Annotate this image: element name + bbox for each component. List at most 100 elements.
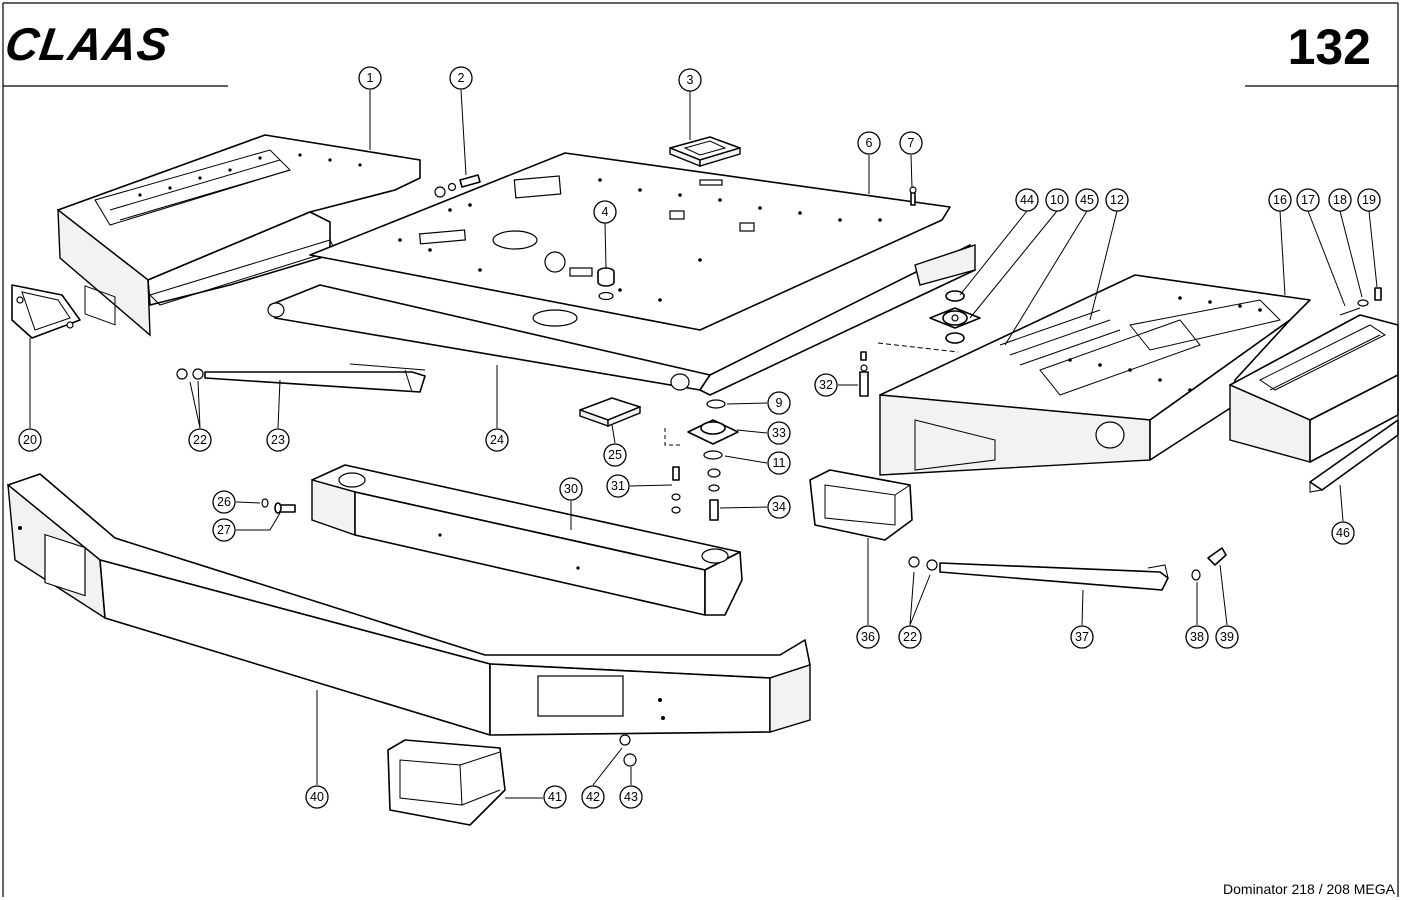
callout-3: 3: [678, 68, 702, 92]
callout-34: 34: [767, 495, 791, 519]
svg-text:37: 37: [1075, 630, 1089, 644]
part-2-screw: [434, 174, 481, 198]
svg-text:10: 10: [1050, 193, 1064, 207]
svg-text:45: 45: [1080, 193, 1094, 207]
claas-logo: CLAAS: [2, 18, 173, 70]
leader-lines: [29, 89, 1378, 799]
callout-16: 16: [1268, 188, 1292, 212]
callout-27: 27: [212, 518, 236, 542]
callout-7: 7: [899, 131, 923, 155]
svg-text:38: 38: [1190, 630, 1204, 644]
callout-36: 36: [856, 625, 880, 649]
svg-text:23: 23: [271, 433, 285, 447]
svg-text:24: 24: [490, 433, 504, 447]
footer-model: Dominator 218 / 208 MEGA: [1223, 881, 1395, 897]
part-25-plate: [579, 397, 641, 428]
part-3-plate: [669, 136, 741, 168]
svg-text:32: 32: [819, 378, 833, 392]
callouts: 1 2 3 4 6 7 9 10 11 12 16 17 18 19 20 22…: [18, 66, 1381, 809]
svg-text:9: 9: [776, 396, 783, 410]
svg-text:6: 6: [866, 136, 873, 150]
svg-text:40: 40: [310, 790, 324, 804]
part-20-flange: [11, 284, 81, 339]
part-22-37-38-39-tie-rod: [908, 547, 1227, 591]
svg-text:31: 31: [611, 479, 625, 493]
callout-6: 6: [857, 131, 881, 155]
svg-text:19: 19: [1362, 193, 1376, 207]
callout-39: 39: [1215, 625, 1239, 649]
part-32-bolt: [859, 342, 959, 397]
part-42-43-fasteners: [619, 698, 665, 767]
part-40-bumper: [7, 473, 811, 736]
callout-31: 31: [606, 474, 630, 498]
callout-25: 25: [603, 443, 627, 467]
callout-33: 33: [767, 421, 791, 445]
callout-11: 11: [767, 451, 791, 475]
svg-text:2: 2: [458, 71, 465, 85]
callout-12: 12: [1105, 188, 1129, 212]
svg-text:36: 36: [861, 630, 875, 644]
callout-2: 2: [449, 66, 473, 90]
callout-45: 45: [1075, 188, 1099, 212]
svg-text:20: 20: [23, 433, 37, 447]
part-7-screw: [909, 186, 917, 206]
part-30-cross-beam: [311, 464, 743, 616]
svg-text:44: 44: [1020, 193, 1034, 207]
part-26-27-bolt: [261, 498, 296, 514]
callout-38: 38: [1185, 625, 1209, 649]
svg-text:22: 22: [193, 433, 207, 447]
svg-text:34: 34: [772, 500, 786, 514]
callout-32: 32: [814, 373, 838, 397]
callout-44: 44: [1015, 188, 1039, 212]
callout-26: 26: [212, 490, 236, 514]
callout-9: 9: [767, 391, 791, 415]
callout-23: 23: [266, 428, 290, 452]
part-6-floor-plate: [309, 152, 951, 331]
callout-24: 24: [485, 428, 509, 452]
svg-text:7: 7: [908, 136, 915, 150]
svg-text:42: 42: [586, 790, 600, 804]
callout-10: 10: [1045, 188, 1069, 212]
callout-22-right: 22: [898, 625, 922, 649]
callout-41: 41: [543, 785, 567, 809]
callout-4: 4: [593, 200, 617, 224]
callout-1: 1: [358, 66, 382, 90]
part-46-angle-strip: [1309, 419, 1399, 493]
svg-text:30: 30: [564, 482, 578, 496]
callout-43: 43: [619, 785, 643, 809]
svg-text:11: 11: [773, 456, 786, 470]
svg-text:25: 25: [608, 448, 622, 462]
part-22-23-tie-rod: [176, 363, 426, 393]
callout-22-left: 22: [188, 428, 212, 452]
svg-text:27: 27: [217, 523, 231, 537]
callout-42: 42: [581, 785, 605, 809]
part-36-flange: [809, 469, 913, 541]
svg-text:4: 4: [602, 205, 609, 219]
svg-text:16: 16: [1273, 193, 1287, 207]
svg-text:43: 43: [624, 790, 638, 804]
part-1-left-frame: [57, 134, 421, 337]
part-41-end-cap: [387, 739, 506, 826]
callout-40: 40: [305, 785, 329, 809]
part-24-beam: [267, 244, 976, 396]
svg-text:22: 22: [903, 630, 917, 644]
svg-text:12: 12: [1110, 193, 1124, 207]
svg-text:26: 26: [217, 495, 231, 509]
svg-text:17: 17: [1301, 193, 1315, 207]
part-9-33-11-mount-stack: [664, 399, 739, 521]
svg-text:3: 3: [687, 73, 694, 87]
callout-37: 37: [1070, 625, 1094, 649]
svg-text:39: 39: [1220, 630, 1234, 644]
svg-text:33: 33: [772, 426, 786, 440]
callout-46: 46: [1331, 521, 1355, 545]
svg-text:41: 41: [548, 790, 562, 804]
callout-20: 20: [18, 428, 42, 452]
page-number: 132: [1287, 19, 1371, 75]
logo-wordmark: CLAAS: [2, 18, 173, 70]
svg-text:46: 46: [1336, 526, 1350, 540]
part-4-fitting: [597, 267, 615, 301]
svg-text:18: 18: [1333, 193, 1347, 207]
callout-17: 17: [1296, 188, 1320, 212]
